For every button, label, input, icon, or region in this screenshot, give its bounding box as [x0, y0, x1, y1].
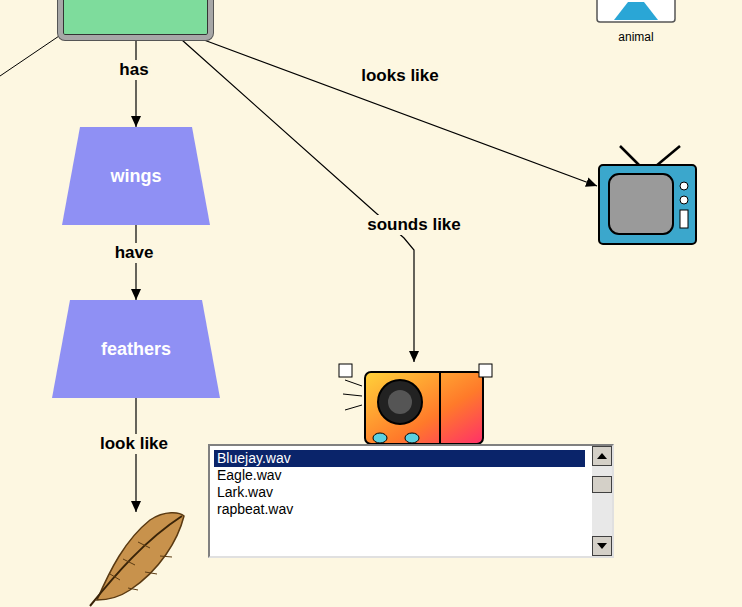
concept-trapezoid: wings [62, 127, 210, 225]
animal-icon [597, 0, 675, 22]
link-label: has [117, 60, 150, 80]
link-label: looks like [359, 66, 440, 86]
offscreen-link [0, 34, 62, 76]
media-node [337, 362, 492, 444]
selection-handles [339, 364, 492, 377]
concept-box [58, 0, 213, 40]
feather-icon [90, 513, 184, 606]
sound-list-box: Bluejay.wavEagle.wavLark.wavrapbeat.wav [208, 444, 614, 558]
concept-label: wings [110, 166, 161, 187]
connector [135, 398, 136, 512]
link-label: look like [98, 434, 170, 454]
media-node [597, 144, 698, 246]
scrollbar [592, 446, 612, 556]
media-node [85, 512, 187, 606]
list-item: Eagle.wav [214, 467, 285, 484]
media-node: animal [596, 24, 676, 50]
connector [135, 40, 136, 127]
connector [182, 40, 414, 362]
link-label: sounds like [365, 215, 463, 235]
radio-icon [343, 372, 483, 444]
concept-trapezoid: feathers [52, 300, 220, 398]
list-item: Bluejay.wav [214, 450, 585, 467]
link-label: have [113, 243, 156, 263]
tv-icon [599, 146, 696, 244]
list-item: rapbeat.wav [214, 501, 296, 518]
concept-label: feathers [101, 339, 171, 360]
list-item: Lark.wav [214, 484, 276, 501]
icon-caption: animal [618, 30, 653, 44]
